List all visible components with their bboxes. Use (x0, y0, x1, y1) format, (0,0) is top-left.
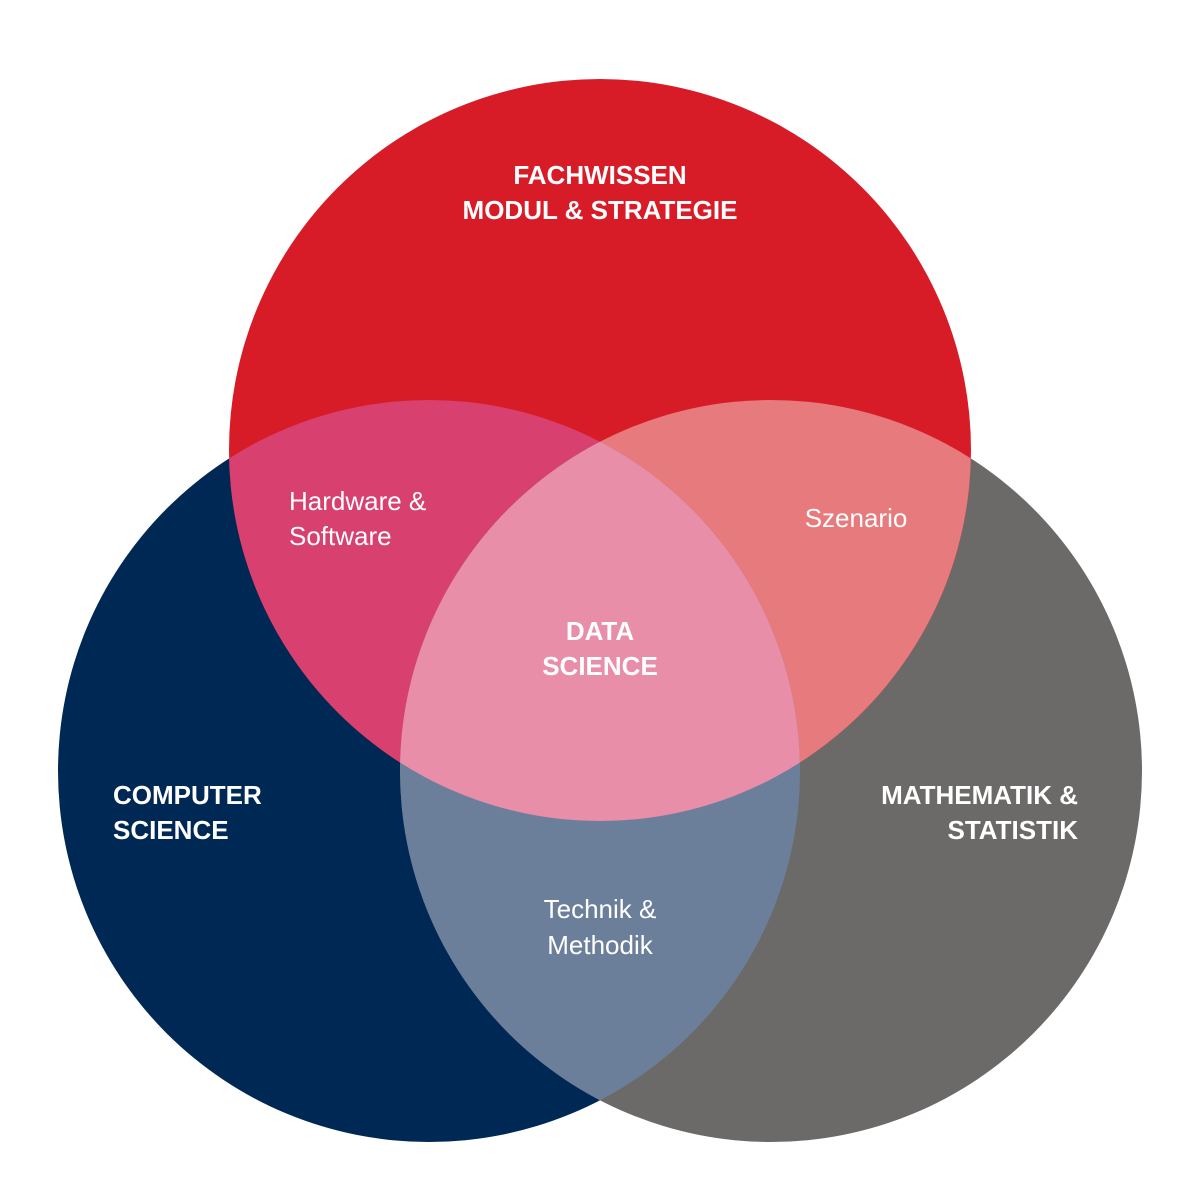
label-technik-methodik-line1: Technik & (544, 894, 657, 924)
label-technik-methodik-line2: Methodik (547, 930, 653, 960)
region-center-data-science (400, 400, 800, 821)
label-data-science-line2: SCIENCE (542, 651, 658, 681)
label-hardware-software-line2: Software (289, 521, 392, 551)
label-fachwissen-line2: MODUL & STRATEGIE (463, 195, 738, 225)
label-szenario: Szenario (805, 503, 908, 533)
label-mathematik-line1: MATHEMATIK & (881, 780, 1078, 810)
label-hardware-software-line1: Hardware & (289, 486, 426, 516)
label-computer-science-line2: SCIENCE (113, 815, 229, 845)
label-computer-science-line1: COMPUTER (113, 780, 262, 810)
label-data-science-line1: DATA (566, 616, 635, 646)
label-mathematik-line2: STATISTIK (948, 815, 1079, 845)
label-fachwissen-line1: FACHWISSEN (513, 160, 686, 190)
